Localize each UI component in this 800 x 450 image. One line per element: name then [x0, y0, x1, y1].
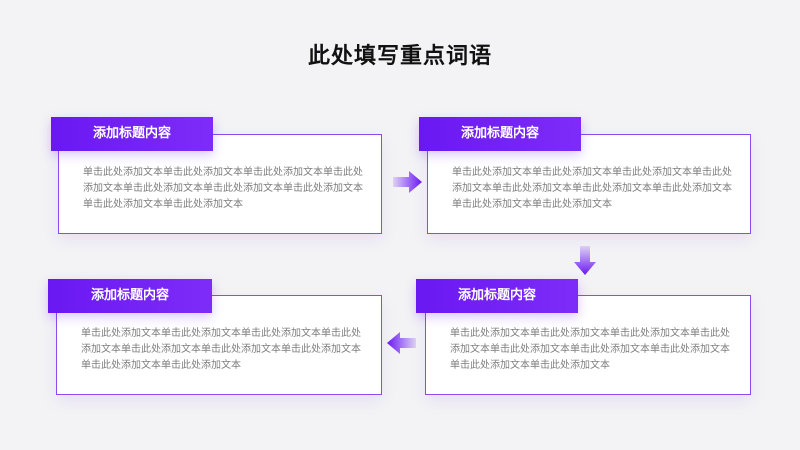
- step-label-2: 添加标题内容: [419, 117, 581, 151]
- step-body-3: 单击此处添加文本单击此处添加文本单击此处添加文本单击此处添加文本单击此处添加文本…: [450, 328, 730, 371]
- step-card-3: 单击此处添加文本单击此处添加文本单击此处添加文本单击此处添加文本单击此处添加文本…: [425, 295, 751, 395]
- step-body-1: 单击此处添加文本单击此处添加文本单击此处添加文本单击此处添加文本单击此处添加文本…: [83, 167, 363, 210]
- step-label-1: 添加标题内容: [51, 117, 213, 151]
- step-label-3: 添加标题内容: [416, 279, 578, 313]
- arrow-down-icon: [574, 246, 596, 275]
- arrow-left-icon: [387, 332, 416, 354]
- step-label-4: 添加标题内容: [48, 279, 212, 313]
- step-body-4: 单击此处添加文本单击此处添加文本单击此处添加文本单击此处添加文本单击此处添加文本…: [81, 328, 361, 371]
- step-body-2: 单击此处添加文本单击此处添加文本单击此处添加文本单击此处添加文本单击此处添加文本…: [452, 167, 732, 210]
- page-title: 此处填写重点词语: [307, 44, 492, 69]
- arrow-right-icon: [393, 171, 422, 193]
